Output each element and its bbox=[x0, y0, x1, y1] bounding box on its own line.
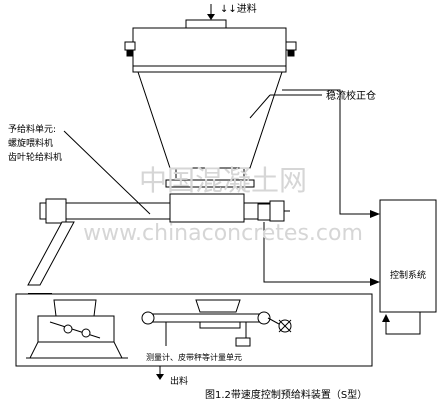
weigh-unit-label: 测量计、皮带秤等计量单元 bbox=[146, 352, 242, 362]
outlet-arrowhead bbox=[156, 374, 164, 380]
belt-load-cell bbox=[235, 337, 251, 347]
watermark-url: www.chinaconcretes.com bbox=[83, 221, 363, 246]
watermark-title: 中国混凝土网 bbox=[139, 164, 307, 197]
bin-label: 稳流校正仓 bbox=[326, 89, 376, 102]
belt-roller-right bbox=[257, 311, 271, 325]
belt-drive-link bbox=[267, 317, 280, 325]
signal-arrow-motor bbox=[370, 278, 380, 286]
outlet-label: 出料 bbox=[170, 375, 188, 387]
drive-motor bbox=[269, 200, 285, 222]
inlet-flange bbox=[185, 19, 227, 29]
weigh-leg-left bbox=[29, 341, 39, 359]
inlet-arrowhead bbox=[207, 14, 215, 20]
belt bbox=[143, 313, 269, 323]
bin-leader bbox=[249, 94, 271, 119]
belt-weigh-plate bbox=[199, 321, 241, 329]
signal-line-bin bbox=[282, 89, 378, 215]
discharge-chute bbox=[27, 221, 75, 286]
motor-coupling bbox=[257, 203, 271, 221]
weigh-leg-right bbox=[113, 341, 123, 359]
figure-caption: 图1.2带速度控制预给料装置（S型） bbox=[205, 388, 367, 401]
feeder-option2-label: 齿叶轮给料机 bbox=[8, 151, 62, 163]
weigh-pivot-2 bbox=[81, 328, 91, 338]
signal-arrow-return bbox=[382, 314, 390, 322]
bin-foot-right bbox=[287, 49, 295, 57]
weigh-pivot-1 bbox=[63, 324, 73, 334]
feeder-option1-label: 螺旋喂料机 bbox=[8, 137, 53, 149]
control-system-box bbox=[379, 199, 437, 313]
inlet-label: ↓↓进料 bbox=[220, 2, 257, 15]
bin-lug-right bbox=[285, 41, 297, 51]
weigh-hopper bbox=[53, 299, 97, 317]
screw-housing bbox=[169, 193, 245, 223]
bin-body bbox=[132, 27, 287, 73]
bin-lug-left bbox=[124, 41, 136, 51]
signal-arrow-bin bbox=[370, 210, 380, 218]
screw-end-cap bbox=[45, 198, 67, 224]
belt-hopper bbox=[195, 299, 241, 313]
belt-roller-left bbox=[141, 311, 155, 325]
weigh-frame bbox=[37, 315, 115, 343]
belt-motor-x2 bbox=[278, 319, 292, 333]
signal-line-return bbox=[385, 312, 421, 335]
bin-foot-left bbox=[126, 49, 134, 57]
weigh-lever bbox=[49, 321, 101, 339]
control-system-label: 控制系统 bbox=[390, 269, 426, 281]
feeder-unit-label: 予给料单元: bbox=[8, 123, 56, 135]
hopper-cone bbox=[137, 71, 283, 169]
feeder-leader bbox=[63, 130, 151, 215]
hopper-flange bbox=[165, 179, 255, 188]
signal-line-motor bbox=[263, 222, 378, 283]
